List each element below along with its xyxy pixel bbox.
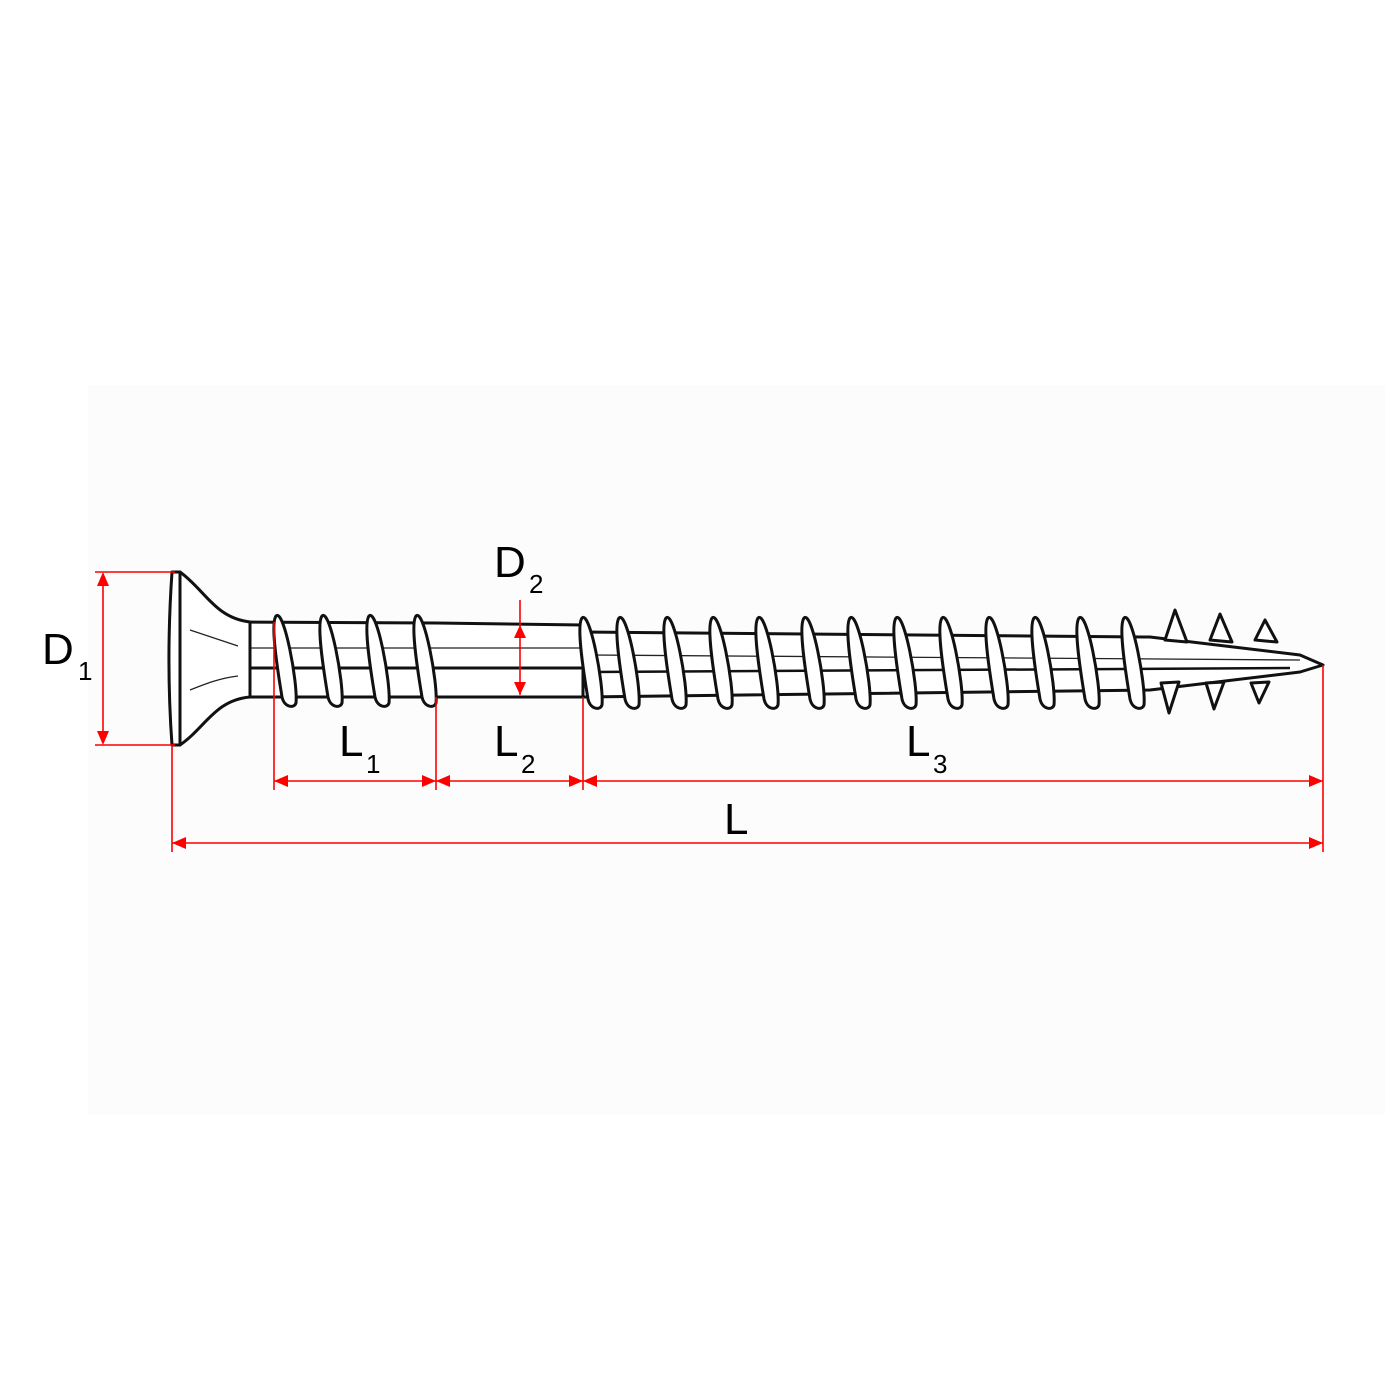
arrowhead — [436, 775, 450, 787]
label-l3-subscript: 3 — [933, 749, 947, 779]
thread-loop — [938, 616, 964, 710]
thread-loop — [708, 616, 734, 710]
thread-loop — [318, 614, 344, 708]
label-l2: L — [494, 717, 518, 766]
arrowhead — [583, 775, 597, 787]
dimension-labels: D 1 D 2 L 1 L 2 L 3 L — [42, 538, 947, 844]
label-l1-subscript: 1 — [366, 749, 380, 779]
tip-tooth — [1159, 608, 1189, 715]
arrowhead — [97, 731, 109, 745]
thread-loop — [272, 614, 298, 708]
label-d2: D — [494, 538, 526, 587]
arrowhead — [97, 572, 109, 586]
arrowhead — [422, 775, 436, 787]
thread-loop — [754, 616, 780, 710]
thread-loop — [615, 616, 641, 710]
threads — [272, 608, 1279, 715]
thread-loop — [1075, 616, 1101, 710]
thread-loop — [412, 614, 438, 708]
label-d1: D — [42, 625, 74, 674]
head-shading — [189, 629, 239, 691]
arrowhead — [1309, 775, 1323, 787]
thread-loop — [662, 616, 688, 710]
core-shadow — [589, 666, 1291, 674]
label-d2-subscript: 2 — [529, 569, 543, 599]
dimension-lines — [95, 571, 1324, 852]
label-l1: L — [339, 717, 363, 766]
thread-loop — [800, 616, 826, 710]
thread-loop — [846, 616, 872, 710]
label-d1-subscript: 1 — [78, 656, 92, 686]
tip-tooth — [1249, 618, 1279, 705]
head-rim — [167, 570, 182, 747]
thread-loop — [984, 616, 1010, 710]
label-l2-subscript: 2 — [521, 749, 535, 779]
thread-loop — [892, 616, 918, 710]
label-l3: L — [906, 717, 930, 766]
thread-loop — [1120, 616, 1146, 710]
arrowhead — [1309, 837, 1323, 849]
arrowhead — [569, 775, 583, 787]
arrowhead — [274, 775, 288, 787]
thread-loop — [365, 614, 391, 708]
background-panel — [88, 385, 1385, 1115]
arrowhead — [514, 682, 526, 695]
screw-drawing — [167, 570, 1325, 747]
arrowhead — [514, 625, 526, 638]
arrowhead — [172, 837, 186, 849]
thread-loop — [1030, 616, 1056, 710]
tip-tooth — [1204, 612, 1234, 711]
label-l: L — [724, 795, 748, 844]
screw-head — [178, 570, 252, 747]
thread-loop — [578, 616, 604, 710]
